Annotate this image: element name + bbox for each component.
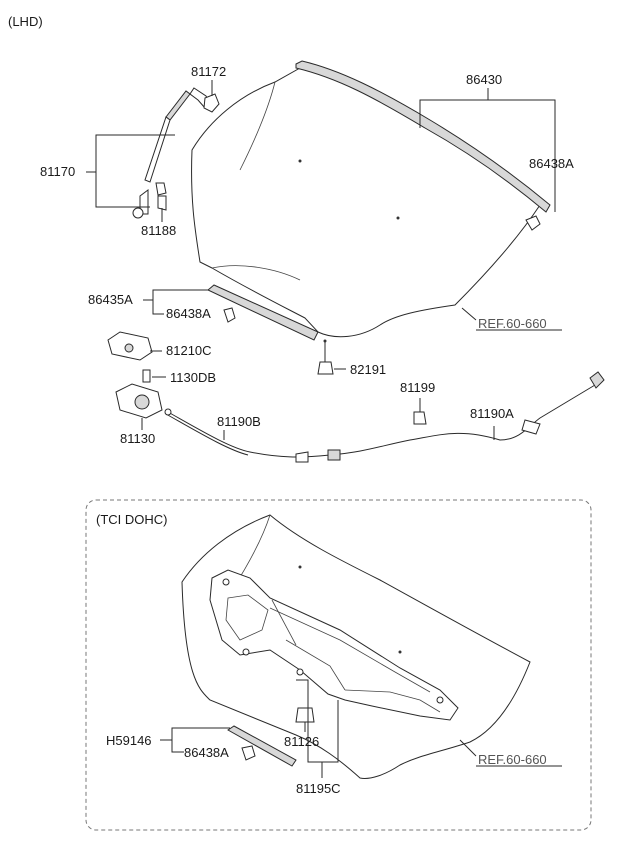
label-81126: 81126 [284,734,319,749]
label-81130: 81130 [120,431,155,446]
label-81195c: 81195C [296,781,341,796]
hood-latch-lower-part [115,383,163,419]
section-label: (TCI DOHC) [96,512,168,527]
label-86438a-bot: 86438A [184,745,229,760]
label-h59146: H59146 [106,733,152,748]
hood-latch-upper-part [107,331,153,383]
clip-part-top [525,215,541,231]
weatherstrip-part [295,60,551,213]
bumper-stop-part [317,361,334,375]
label-1130db: 1130DB [170,370,216,385]
release-cable-part [164,371,605,463]
variant-label: (LHD) [8,14,43,29]
gas-strut-part [132,87,220,219]
label-82191: 82191 [350,362,386,377]
label-86430: 86430 [466,72,502,87]
cable-clip-part [413,411,427,425]
ref-label-top: REF.60-660 [478,316,547,331]
leader-lines-lower [160,679,562,778]
hood-strip-part [207,284,319,341]
hood-inner-panel-part [209,569,459,721]
leader-lines-upper [86,80,562,440]
label-81170: 81170 [40,164,75,179]
ref-label-bottom: REF.60-660 [478,752,547,767]
label-81190a: 81190A [470,406,514,421]
label-86438a-mid: 86438A [166,306,211,321]
label-81190b: 81190B [217,414,261,429]
label-81172: 81172 [191,64,226,79]
label-86438a-top: 86438A [529,156,574,171]
label-81188: 81188 [141,223,176,238]
label-81210c: 81210C [166,343,212,358]
label-86435a: 86435A [88,292,133,307]
label-81199: 81199 [400,380,435,395]
bumper-stop-lower-part [295,707,315,723]
hood-strip-lower-part [227,725,297,767]
